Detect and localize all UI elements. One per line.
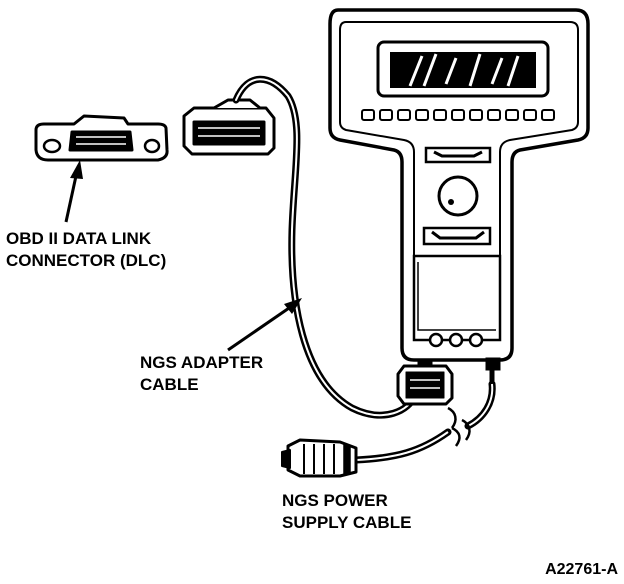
tester-power-jack xyxy=(485,357,501,384)
adapter-label-line-2: CABLE xyxy=(140,375,199,394)
cable-break-symbol xyxy=(447,406,471,447)
dlc-leader-arrowhead xyxy=(70,160,83,179)
adapter-leader-arrowhead xyxy=(284,298,302,314)
power-cable-lower xyxy=(352,428,452,464)
dlc-label: OBD II DATA LINK CONNECTOR (DLC) xyxy=(6,229,166,270)
power-cable-label: NGS POWER SUPPLY CABLE xyxy=(282,491,411,532)
obd2-dlc-connector xyxy=(34,114,169,162)
dlc-label-line-1: OBD II DATA LINK xyxy=(6,229,152,248)
tester-selector-knob xyxy=(437,175,479,217)
dlc-label-line-2: CONNECTOR (DLC) xyxy=(6,251,166,270)
tester-display xyxy=(376,40,550,98)
power-label-line-2: SUPPLY CABLE xyxy=(282,513,411,532)
tester-lower-rocker-key xyxy=(422,226,492,246)
adapter-plug xyxy=(182,98,276,156)
tester-bottom-ports xyxy=(428,332,484,348)
dlc-leader-line xyxy=(64,175,78,223)
power-label-line-1: NGS POWER xyxy=(282,491,388,510)
adapter-label-line-1: NGS ADAPTER xyxy=(140,353,263,372)
adapter-leader-line xyxy=(227,304,293,352)
tester-adapter-port-plug xyxy=(396,359,454,406)
figure-id: A22761-A xyxy=(545,561,618,578)
tester-function-keys xyxy=(361,109,555,121)
power-supply-plug xyxy=(281,438,358,478)
tester-upper-rocker-key xyxy=(424,146,492,164)
adapter-cable-label: NGS ADAPTER CABLE xyxy=(140,353,263,394)
